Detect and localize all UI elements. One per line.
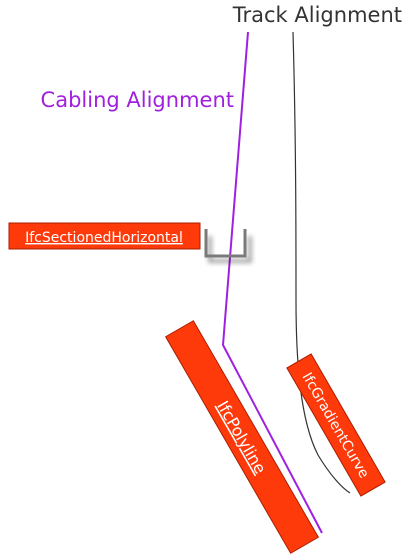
track-alignment-line [292,31,351,494]
cabling-alignment-label: Cabling Alignment [41,88,234,112]
tag-background [8,222,201,250]
ifc-polyline-tag: IfcPolyline [164,320,320,554]
track-alignment-label: Track Alignment [232,3,402,27]
cabling-alignment-line [221,31,323,534]
ifc-gradient-curve-tag: IfcGradientCurve [286,353,386,497]
tag-background [164,320,320,554]
bracket-connector [204,229,252,263]
tag-label: IfcGradientCurve [298,370,371,481]
tag-label: IfcSectionedHorizontal [25,230,183,246]
tag-background [286,353,386,497]
ifc-sectioned-horizontal-tag: IfcSectionedHorizontal [8,222,201,250]
